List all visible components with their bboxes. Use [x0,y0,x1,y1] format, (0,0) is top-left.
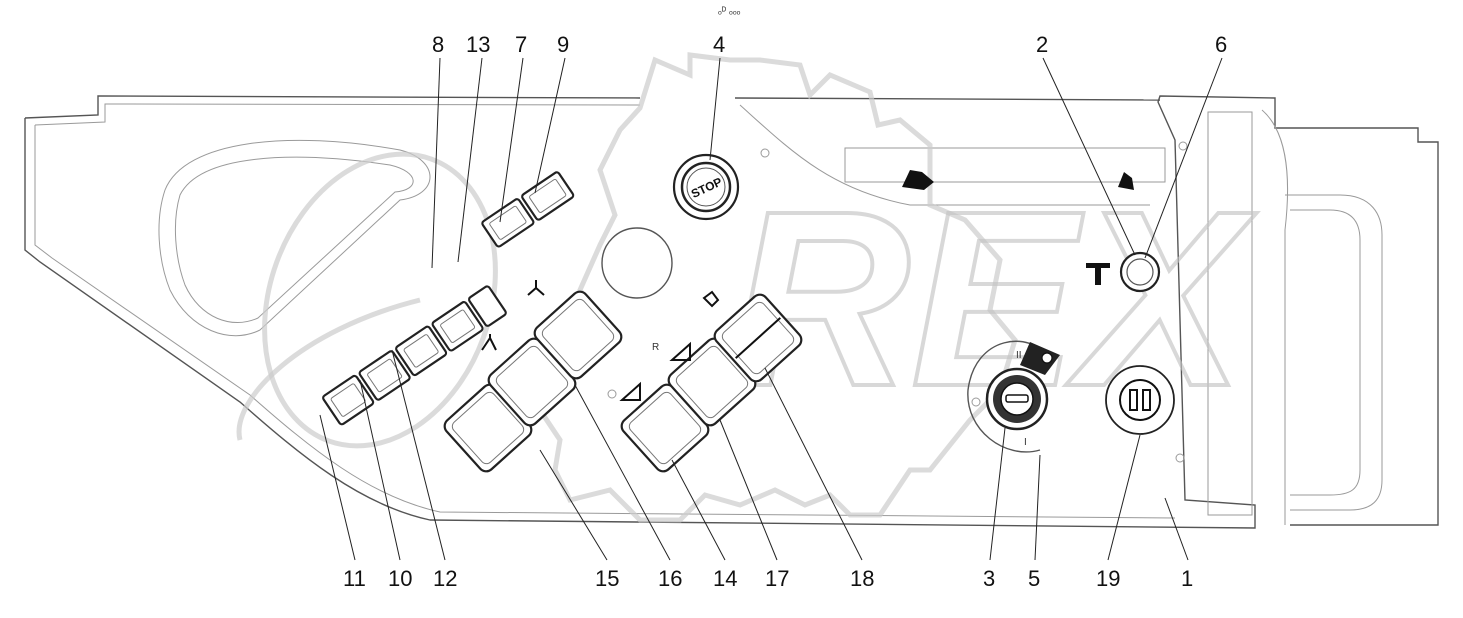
power-socket[interactable] [1105,365,1175,435]
rabbit-speed-icon [1118,172,1134,190]
callout-8: 8 [432,32,444,57]
turtle-speed-icon [902,170,934,190]
switch-12[interactable] [395,325,448,377]
callout-19: 19 [1096,566,1120,591]
callout-3: 3 [983,566,995,591]
watermark-gear: REX [236,52,1259,523]
key-position-i: I [1024,437,1027,448]
callout-2: 2 [1036,32,1048,57]
callouts-top: 8 13 7 9 4 2 6 [432,32,1227,57]
reverse-arrow-icon [619,381,641,401]
key-position-ii: II [1016,350,1022,361]
forward-arrow-icon [669,341,691,361]
callout-10: 10 [388,566,412,591]
t-symbol-icon [1086,263,1110,285]
callouts-bottom: 11 10 12 15 16 14 17 18 3 5 19 1 [343,566,1193,591]
callout-12: 12 [433,566,457,591]
callout-9: 9 [557,32,569,57]
callout-4: 4 [713,32,725,57]
callout-1: 1 [1181,566,1193,591]
callout-14: 14 [713,566,737,591]
hazard-symbol-icon [481,334,497,351]
switch-bank-left [322,285,507,426]
beacon-symbol-icon [702,290,720,308]
header-mark: ₒᴰ ₒₒₒ [718,6,741,17]
ignition-switch[interactable]: II I [967,340,1060,453]
push-button-2[interactable] [1119,251,1161,293]
switch-11[interactable] [322,374,375,426]
rocker-buttons: R [443,280,803,473]
control-knob[interactable] [601,227,673,299]
switch-bank-upper [481,171,575,248]
callout-11: 11 [343,566,366,591]
leader-lines [319,57,1223,561]
emergency-stop-button[interactable]: STOP [672,153,740,221]
callout-16: 16 [658,566,682,591]
switch-10[interactable] [358,350,411,401]
callout-6: 6 [1215,32,1227,57]
callout-13: 13 [466,32,490,57]
switch-9[interactable] [521,171,575,221]
callout-18: 18 [850,566,874,591]
panel-body [24,95,1439,529]
callout-7: 7 [515,32,527,57]
wiper-symbol-icon [527,280,545,296]
rear-label: R [652,342,659,353]
switch-8[interactable] [431,301,484,352]
switch-7[interactable] [481,198,535,248]
rocker-16[interactable] [531,288,624,381]
switch-13[interactable] [468,285,507,327]
callout-5: 5 [1028,566,1040,591]
callout-17: 17 [765,566,789,591]
callout-15: 15 [595,566,619,591]
